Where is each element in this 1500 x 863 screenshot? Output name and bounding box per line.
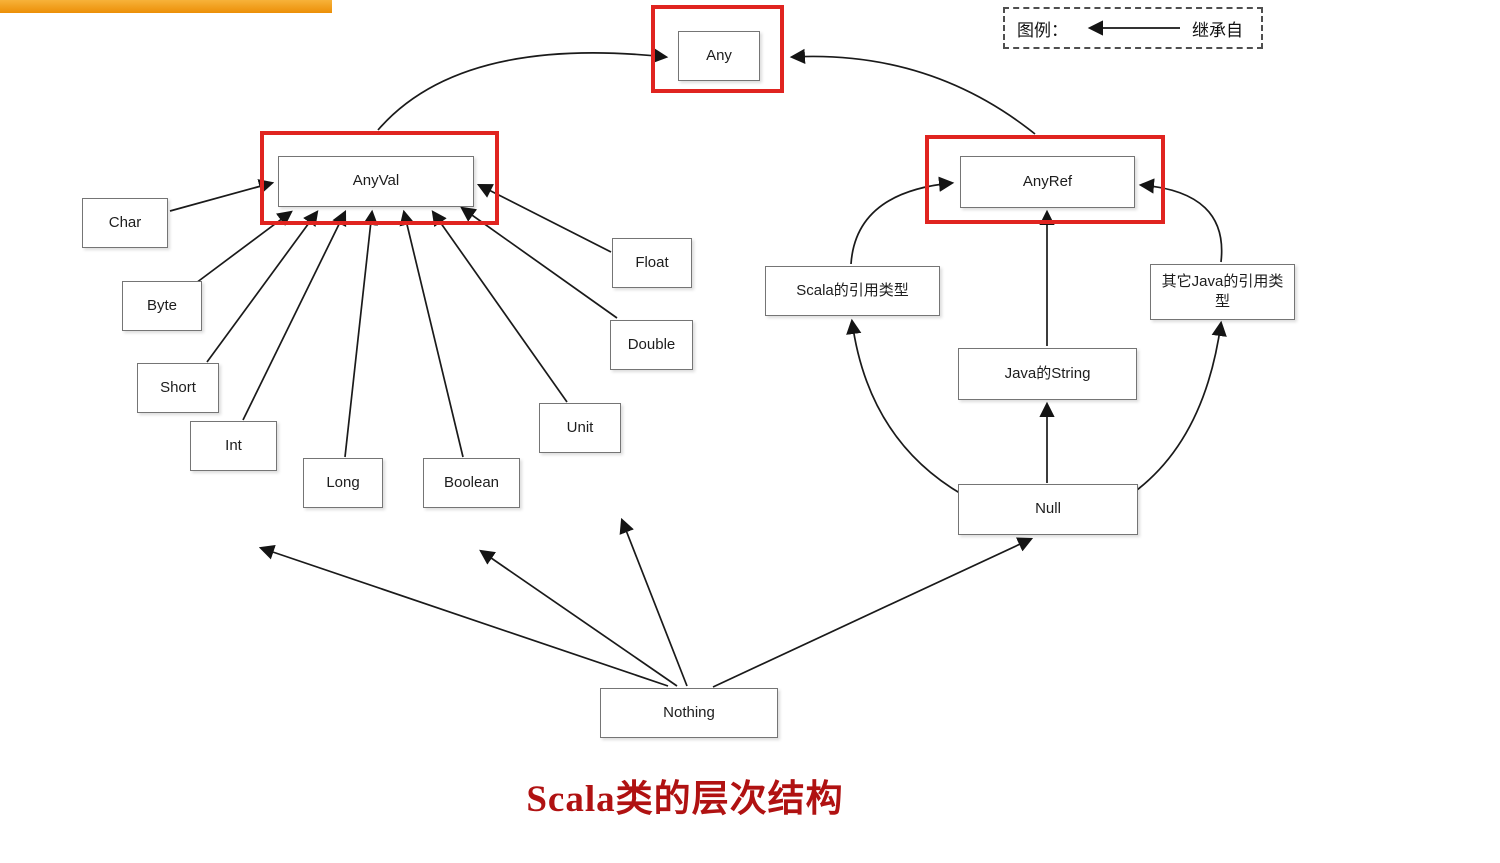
legend-arrow-label: 继承自 xyxy=(1192,20,1243,40)
node-double: Double xyxy=(610,320,693,370)
node-any: Any xyxy=(678,31,760,81)
node-long: Long xyxy=(303,458,383,508)
legend-label: 图例： xyxy=(1017,20,1068,40)
arrow-char-to-anyval xyxy=(169,179,275,212)
arrow-scalaref-to-anyref xyxy=(850,176,955,265)
arrow-long-to-anyval xyxy=(344,209,379,458)
highlight-frame-any xyxy=(651,5,784,93)
diagram-title: Scala类的层次结构 xyxy=(526,779,844,820)
arrow-anyval-to-any xyxy=(377,48,669,131)
inherits-arrow-icon xyxy=(1087,20,1180,36)
arrow-null-to-otherjava xyxy=(1132,320,1227,494)
node-other-java-ref-type: 其它Java的引用类型 xyxy=(1150,264,1295,320)
node-float: Float xyxy=(612,238,692,288)
highlight-frame-anyval xyxy=(260,131,499,225)
arrow-short-to-anyval xyxy=(206,210,319,363)
arrow-float-to-anyval xyxy=(476,183,612,253)
node-boolean: Boolean xyxy=(423,458,520,508)
node-anyref: AnyRef xyxy=(960,156,1135,208)
node-scala-ref-type: Scala的引用类型 xyxy=(765,266,940,316)
node-int: Int xyxy=(190,421,277,471)
highlight-frame-anyref xyxy=(925,135,1165,224)
arrow-boolean-to-anyval xyxy=(399,209,464,458)
node-short: Short xyxy=(137,363,219,413)
node-char: Char xyxy=(82,198,168,248)
orange-top-bar xyxy=(0,0,332,13)
arrow-unit-to-anyval xyxy=(431,210,568,403)
node-anyval: AnyVal xyxy=(278,156,474,207)
arrow-nothing-upleft-1 xyxy=(258,544,669,687)
legend-box: 图例： 继承自 xyxy=(1003,7,1263,49)
arrow-otherjava-to-anyref xyxy=(1138,178,1223,263)
arrow-nothing-upleft-2 xyxy=(479,549,678,687)
arrow-int-to-anyval xyxy=(242,209,347,421)
node-byte: Byte xyxy=(122,281,202,331)
arrow-double-to-anyval xyxy=(460,206,618,319)
arrow-anyref-to-any xyxy=(789,48,1036,135)
node-nothing: Nothing xyxy=(600,688,778,738)
node-java-string: Java的String xyxy=(958,348,1137,400)
arrow-null-to-scalaref xyxy=(846,318,964,496)
arrow-nothing-to-null xyxy=(712,537,1034,688)
arrow-nothing-up-3 xyxy=(619,517,688,687)
node-null: Null xyxy=(958,484,1138,535)
node-unit: Unit xyxy=(539,403,621,453)
